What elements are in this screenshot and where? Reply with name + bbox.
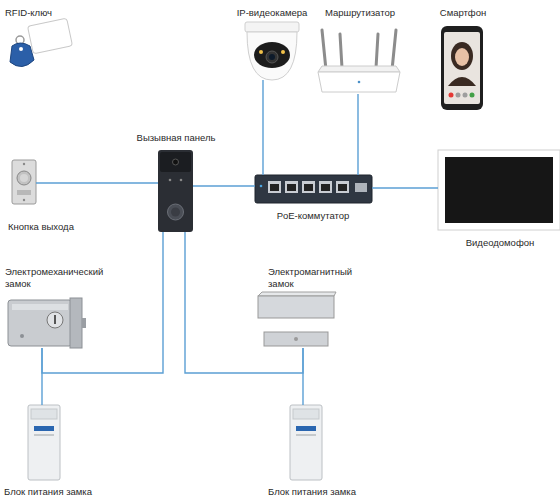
- power-supply-illustration: [28, 405, 60, 480]
- power-supply: Блок питания замка: [28, 405, 60, 480]
- smartphone: Смартфон: [441, 26, 483, 110]
- mechanical-lock-illustration: [8, 298, 86, 348]
- device-label: Блок питания замка: [268, 486, 363, 498]
- poe-switch: PoE-коммутатор: [255, 175, 372, 203]
- monitor-illustration: [438, 150, 560, 230]
- exit-button-illustration: [12, 160, 36, 204]
- device-label: Электромеханический замок: [5, 266, 120, 290]
- ip-camera: IP-видеокамера: [243, 22, 301, 80]
- call-panel: Вызывная панель: [158, 150, 193, 232]
- cable-line: [185, 232, 303, 373]
- rfid-illustration: [10, 18, 72, 66]
- device-label: Кнопка выхода: [8, 221, 88, 233]
- smartphone-illustration: [441, 26, 483, 110]
- device-label: Блок питания замка: [4, 486, 99, 498]
- call-panel-illustration: [158, 150, 193, 232]
- power-supply: Блок питания замка: [290, 405, 322, 480]
- magnetic-lock: Электромагнитный замок: [258, 292, 336, 348]
- device-label: IP-видеокамера: [232, 7, 312, 19]
- device-label: Видеодомофон: [460, 237, 540, 249]
- video-intercom: Видеодомофон: [438, 150, 560, 230]
- mechanical-lock: Электромеханический замок: [5, 298, 87, 348]
- device-label: Электромагнитный замок: [268, 266, 368, 290]
- cable-line: [42, 232, 163, 373]
- cable-line: [193, 185, 255, 186]
- device-label: Смартфон: [430, 7, 496, 19]
- router: Маршрутизатор: [316, 28, 402, 94]
- router-illustration: [318, 30, 400, 92]
- cable-line: [36, 182, 158, 183]
- cable-line: [357, 94, 358, 175]
- rfid-key: RFID-ключ: [5, 20, 71, 70]
- power-supply-illustration: [290, 405, 322, 480]
- cable-line: [302, 348, 303, 405]
- magnetic-lock-illustration: [258, 292, 336, 346]
- cable-line: [41, 348, 42, 405]
- exit-button: Кнопка выхода: [12, 160, 36, 204]
- device-label: RFID-ключ: [5, 7, 85, 19]
- device-label: Вызывная панель: [130, 132, 222, 144]
- device-label: PoE-коммутатор: [268, 210, 358, 222]
- device-label: Маршрутизатор: [318, 7, 402, 19]
- camera-illustration: [245, 22, 299, 80]
- switch-illustration: [255, 175, 372, 203]
- cable-line: [372, 187, 438, 188]
- cable-line: [262, 80, 263, 175]
